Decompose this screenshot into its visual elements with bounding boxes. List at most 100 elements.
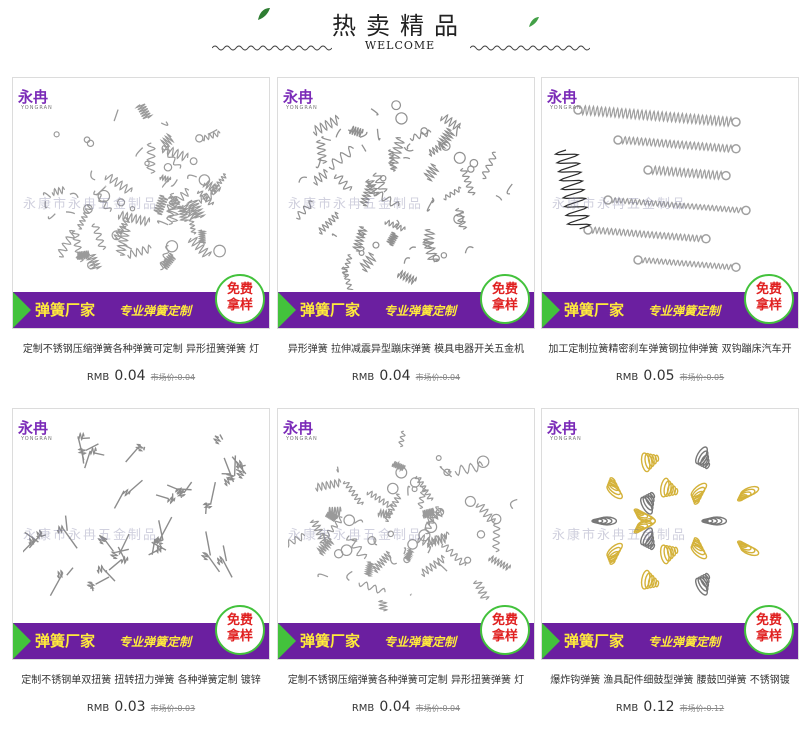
section-title: 热卖精品	[332, 12, 468, 40]
banner-sub-text: 专业弹簧定制	[648, 304, 721, 318]
product-price: RMB 0.05 市场价:0.05	[541, 365, 799, 384]
brand-logo-en: YONGRAN	[286, 105, 318, 111]
badge-line-2: 拿样	[226, 298, 253, 313]
brand-logo: 永冉	[547, 88, 578, 106]
market-price: 市场价:0.05	[679, 373, 725, 382]
image-watermark: 永康市永冉五金制品	[552, 528, 688, 543]
price-currency: RMB	[86, 372, 110, 383]
banner-triangle-decor	[13, 623, 31, 659]
market-price: 市场价:0.03	[150, 704, 196, 713]
product-title-link[interactable]: 异形弹簧 拉伸减震异型蹦床弹簧 模具电器开关五金机	[287, 344, 525, 355]
spring-illustration	[42, 103, 227, 271]
free-sample-badge: 免费拿样	[480, 605, 530, 655]
spring-illustration	[553, 104, 751, 272]
spring-illustration	[591, 446, 760, 596]
product-price: RMB 0.03 市场价:0.03	[12, 696, 270, 715]
brand-logo-en: YONGRAN	[21, 105, 53, 111]
brand-logo-en: YONGRAN	[286, 436, 318, 442]
banner-main-text: 弹簧厂家	[564, 301, 625, 319]
price-value: 0.04	[114, 368, 146, 384]
banner-sub-text: 专业弹簧定制	[384, 304, 457, 318]
price-currency: RMB	[351, 372, 375, 383]
free-sample-badge: 免费拿样	[744, 605, 794, 655]
image-watermark: 永康市永冉五金制品	[23, 528, 159, 543]
image-watermark: 永康市永冉五金制品	[23, 197, 159, 212]
banner-sub-text: 专业弹簧定制	[119, 635, 192, 649]
brand-logo: 永冉	[547, 419, 578, 437]
market-price: 市场价:0.04	[150, 373, 196, 382]
badge-line-2: 拿样	[491, 629, 518, 644]
banner-main-text: 弹簧厂家	[300, 301, 361, 319]
brand-logo: 永冉	[18, 88, 49, 106]
market-price: 市场价:0.04	[415, 704, 461, 713]
badge-line-2: 拿样	[491, 298, 518, 313]
badge-line-2: 拿样	[755, 629, 782, 644]
image-watermark: 永康市永冉五金制品	[288, 197, 424, 212]
price-value: 0.03	[114, 699, 146, 715]
free-sample-badge: 免费拿样	[215, 274, 265, 324]
product-title-link[interactable]: 爆炸钩弹簧 渔具配件细鼓型弹簧 腰鼓凹弹簧 不锈钢镀	[550, 675, 790, 686]
product-price: RMB 0.04 市场价:0.04	[12, 365, 270, 384]
price-value: 0.05	[643, 368, 675, 384]
banner-main-text: 弹簧厂家	[35, 301, 96, 319]
price-currency: RMB	[615, 703, 639, 714]
product-price: RMB 0.04 市场价:0.04	[277, 696, 535, 715]
spring-illustration	[23, 431, 247, 597]
product-title-link[interactable]: 定制不锈钢压缩弹簧各种弹簧可定制 异形扭簧弹簧 灯	[287, 675, 525, 686]
brand-logo: 永冉	[18, 419, 49, 437]
leaf-left-icon	[258, 8, 270, 20]
product-price: RMB 0.12 市场价:0.12	[541, 696, 799, 715]
price-value: 0.12	[643, 699, 675, 715]
banner-sub-text: 专业弹簧定制	[648, 635, 721, 649]
banner-main-text: 弹簧厂家	[300, 632, 361, 650]
image-watermark: 永康市永冉五金制品	[288, 528, 424, 543]
product-title-link[interactable]: 定制不锈钢压缩弹簧各种弹簧可定制 异形扭簧弹簧 灯	[22, 344, 260, 355]
promo-banner: 弹簧厂家 专业弹簧定制	[13, 623, 269, 659]
image-watermark: 永康市永冉五金制品	[552, 197, 688, 212]
wave-decor-right	[470, 45, 590, 51]
banner-triangle-decor	[278, 292, 296, 328]
free-sample-badge: 免费拿样	[215, 605, 265, 655]
badge-line-2: 拿样	[226, 629, 253, 644]
banner-triangle-decor	[542, 623, 560, 659]
banner-main-text: 弹簧厂家	[35, 632, 96, 650]
badge-line-1: 免费	[226, 282, 253, 297]
brand-logo-en: YONGRAN	[21, 436, 53, 442]
price-value: 0.04	[379, 699, 411, 715]
product-title-link[interactable]: 加工定制拉簧精密刹车弹簧钢拉伸弹簧 双钩蹦床汽车开	[548, 344, 792, 355]
spring-illustration	[288, 430, 518, 612]
price-currency: RMB	[86, 703, 110, 714]
banner-sub-text: 专业弹簧定制	[119, 304, 192, 318]
badge-line-2: 拿样	[755, 298, 782, 313]
brand-logo-en: YONGRAN	[550, 105, 582, 111]
badge-line-1: 免费	[755, 613, 782, 628]
banner-main-text: 弹簧厂家	[564, 632, 625, 650]
market-price: 市场价:0.04	[415, 373, 461, 382]
free-sample-badge: 免费拿样	[480, 274, 530, 324]
market-price: 市场价:0.12	[679, 704, 725, 713]
banner-triangle-decor	[278, 623, 296, 659]
price-currency: RMB	[615, 372, 639, 383]
badge-line-1: 免费	[755, 282, 782, 297]
product-title-link[interactable]: 定制不锈钢单双扭簧 扭转扭力弹簧 各种弹簧定制 镀锌	[21, 675, 261, 686]
brand-logo-en: YONGRAN	[550, 436, 582, 442]
price-value: 0.04	[379, 368, 411, 384]
banner-sub-text: 专业弹簧定制	[384, 635, 457, 649]
wave-decor-left	[212, 45, 332, 51]
brand-logo: 永冉	[283, 419, 314, 437]
section-subtitle: WELCOME	[364, 39, 436, 52]
brand-logo: 永冉	[283, 88, 314, 106]
banner-triangle-decor	[542, 292, 560, 328]
